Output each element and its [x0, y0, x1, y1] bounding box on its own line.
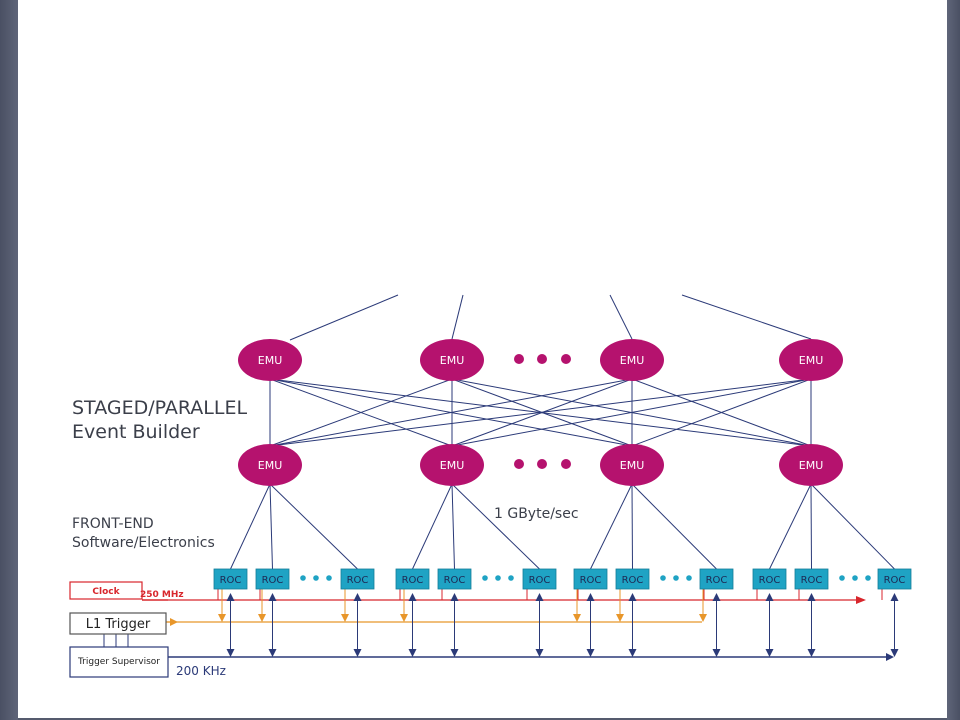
roc-node — [522, 568, 557, 590]
roc-ellipsis-dot — [495, 575, 501, 581]
roc-node — [699, 568, 734, 590]
emu-label: EMU — [258, 354, 283, 367]
roc-node — [752, 568, 787, 590]
mesh-link-line — [631, 378, 812, 447]
roc-ellipsis-dot — [508, 575, 514, 581]
roc-ellipsis-dot — [326, 575, 332, 581]
clock-rate-label: 250 MHz — [140, 590, 184, 600]
nodes: EMU EMU EMU EMU EMU EMU EMU EMU ROC ROC ROC ROC ROC R… — [213, 339, 912, 590]
bandwidth-label: 1 GByte/sec — [494, 506, 579, 522]
emu-node — [420, 339, 484, 381]
roc-ellipsis-dot — [865, 575, 871, 581]
clock-box — [69, 581, 143, 600]
frontend-label-line-2: Software/Electronics — [72, 535, 215, 551]
emu-label: EMU — [799, 354, 824, 367]
mesh-link-line — [269, 378, 453, 447]
roc-node — [615, 568, 650, 590]
mesh-link-line — [269, 378, 812, 447]
roc-ellipsis-dot — [839, 575, 845, 581]
roc-label: ROC — [580, 575, 602, 586]
roc-label: ROC — [884, 575, 906, 586]
emu-label: EMU — [440, 459, 465, 472]
title-line-2: Event Builder — [72, 421, 200, 443]
roc-node — [573, 568, 608, 590]
emu-roc-link-line — [810, 483, 812, 570]
roc-node — [340, 568, 375, 590]
roc-ellipsis-dot — [660, 575, 666, 581]
roc-node — [213, 568, 248, 590]
roc-label: ROC — [706, 575, 728, 586]
ellipsis-dot — [561, 354, 571, 364]
emu-roc-link-line — [412, 483, 453, 570]
emu-node — [238, 339, 302, 381]
emu-node — [600, 339, 664, 381]
emu-node — [420, 444, 484, 486]
uplink-line — [681, 294, 812, 340]
emu-node — [238, 444, 302, 486]
mesh-link-line — [451, 378, 812, 447]
emu-label: EMU — [440, 354, 465, 367]
l1-trigger-label: L1 Trigger — [86, 617, 151, 632]
roc-label: ROC — [444, 575, 466, 586]
uplink-line — [289, 294, 399, 341]
emu-node — [779, 339, 843, 381]
trigger-rate-label: 200 KHz — [176, 664, 226, 678]
ellipsis-dot — [514, 459, 524, 469]
roc-node — [877, 568, 912, 590]
emu-roc-link-line — [451, 483, 540, 570]
ellipsis-dot — [537, 354, 547, 364]
emu-roc-link-line — [451, 483, 455, 570]
trigger-supervisor-label: Trigger Supervisor — [77, 657, 160, 667]
roc-ellipsis-dot — [313, 575, 319, 581]
uplink-line — [451, 294, 464, 340]
roc-node — [255, 568, 290, 590]
clock-label: Clock — [92, 587, 120, 597]
roc-ellipsis-dot — [482, 575, 488, 581]
roc-node — [794, 568, 829, 590]
frontend-label-line-1: FRONT-END — [72, 516, 154, 532]
emu-roc-link-line — [269, 483, 273, 570]
emu-roc-link-line — [631, 483, 717, 570]
l1-trigger-box — [69, 612, 167, 635]
emu-node — [600, 444, 664, 486]
roc-label: ROC — [402, 575, 424, 586]
title-line-1: STAGED/PARALLEL — [72, 397, 247, 419]
emu-roc-link-line — [590, 483, 633, 570]
roc-ellipsis-dot — [852, 575, 858, 581]
roc-label: ROC — [347, 575, 369, 586]
roc-node — [437, 568, 472, 590]
emu-label: EMU — [258, 459, 283, 472]
slide-left-border — [0, 0, 18, 720]
emu-roc-link-line — [810, 483, 895, 570]
slide-right-border — [947, 0, 960, 720]
uplink-line — [609, 294, 633, 340]
event-builder-diagram: EMU EMU EMU EMU EMU EMU EMU EMU ROC ROC ROC ROC ROC R… — [69, 294, 912, 678]
emu-roc-link-line — [769, 483, 812, 570]
emu-roc-link-line — [631, 483, 633, 570]
roc-node — [395, 568, 430, 590]
trigger-supervisor-box — [69, 646, 169, 678]
mesh-link-line — [269, 378, 633, 447]
roc-ellipsis-dot — [300, 575, 306, 581]
emu-label: EMU — [620, 354, 645, 367]
connection-lines — [103, 294, 899, 661]
roc-label: ROC — [759, 575, 781, 586]
roc-label: ROC — [220, 575, 242, 586]
roc-label: ROC — [262, 575, 284, 586]
emu-roc-link-line — [269, 483, 358, 570]
emu-node — [779, 444, 843, 486]
roc-label: ROC — [622, 575, 644, 586]
slide-canvas: EMU EMU EMU EMU EMU EMU EMU EMU ROC ROC ROC ROC ROC R… — [18, 0, 947, 718]
ellipsis-dot — [537, 459, 547, 469]
ellipsis-dot — [514, 354, 524, 364]
emu-label: EMU — [799, 459, 824, 472]
ellipsis-dot — [561, 459, 571, 469]
emu-label: EMU — [620, 459, 645, 472]
roc-ellipsis-dot — [686, 575, 692, 581]
roc-ellipsis-dot — [673, 575, 679, 581]
emu-roc-link-line — [230, 483, 271, 570]
roc-label: ROC — [801, 575, 823, 586]
roc-label: ROC — [529, 575, 551, 586]
